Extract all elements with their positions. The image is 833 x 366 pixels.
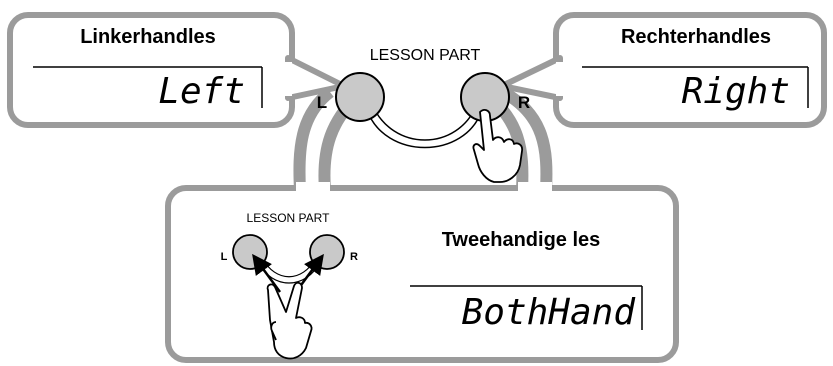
bottom-lcd-display: BothHand — [410, 285, 643, 333]
bottom-right-key-label: R — [350, 251, 358, 263]
left-callout-title: Linkerhandles — [80, 26, 216, 48]
top-left-button[interactable] — [335, 72, 385, 122]
bottom-callout: LESSON PART L R Tweehandige les BothHand — [165, 182, 679, 363]
left-arrow-icon — [252, 253, 282, 293]
bottom-left-button[interactable] — [232, 234, 268, 270]
right-callout-title: Rechterhandles — [621, 26, 771, 48]
right-callout: Rechterhandles Right — [499, 12, 827, 128]
pointing-hand-icon — [472, 109, 524, 183]
bottom-lcd-text: BothHand — [462, 292, 637, 333]
right-lcd-display: Right — [582, 66, 809, 112]
bottom-left-key-label: L — [221, 251, 228, 263]
left-lcd-display: Left — [33, 66, 263, 112]
bottom-callout-title: Tweehandige les — [442, 229, 601, 251]
left-lcd-text: Left — [158, 71, 245, 112]
bottom-lesson-part-label: LESSON PART — [247, 211, 331, 225]
bottom-callout-box — [165, 185, 679, 363]
top-right-key-label: R — [518, 93, 530, 112]
top-lesson-part-label: LESSON PART — [370, 47, 481, 64]
top-connecting-arc — [366, 109, 483, 149]
top-left-key-label: L — [317, 93, 327, 112]
top-lesson-part-panel: LESSON PART L R — [317, 47, 530, 183]
two-finger-hand-icon — [266, 281, 313, 360]
left-callout: Linkerhandles Left — [7, 12, 347, 128]
right-lcd-text: Right — [682, 71, 790, 112]
